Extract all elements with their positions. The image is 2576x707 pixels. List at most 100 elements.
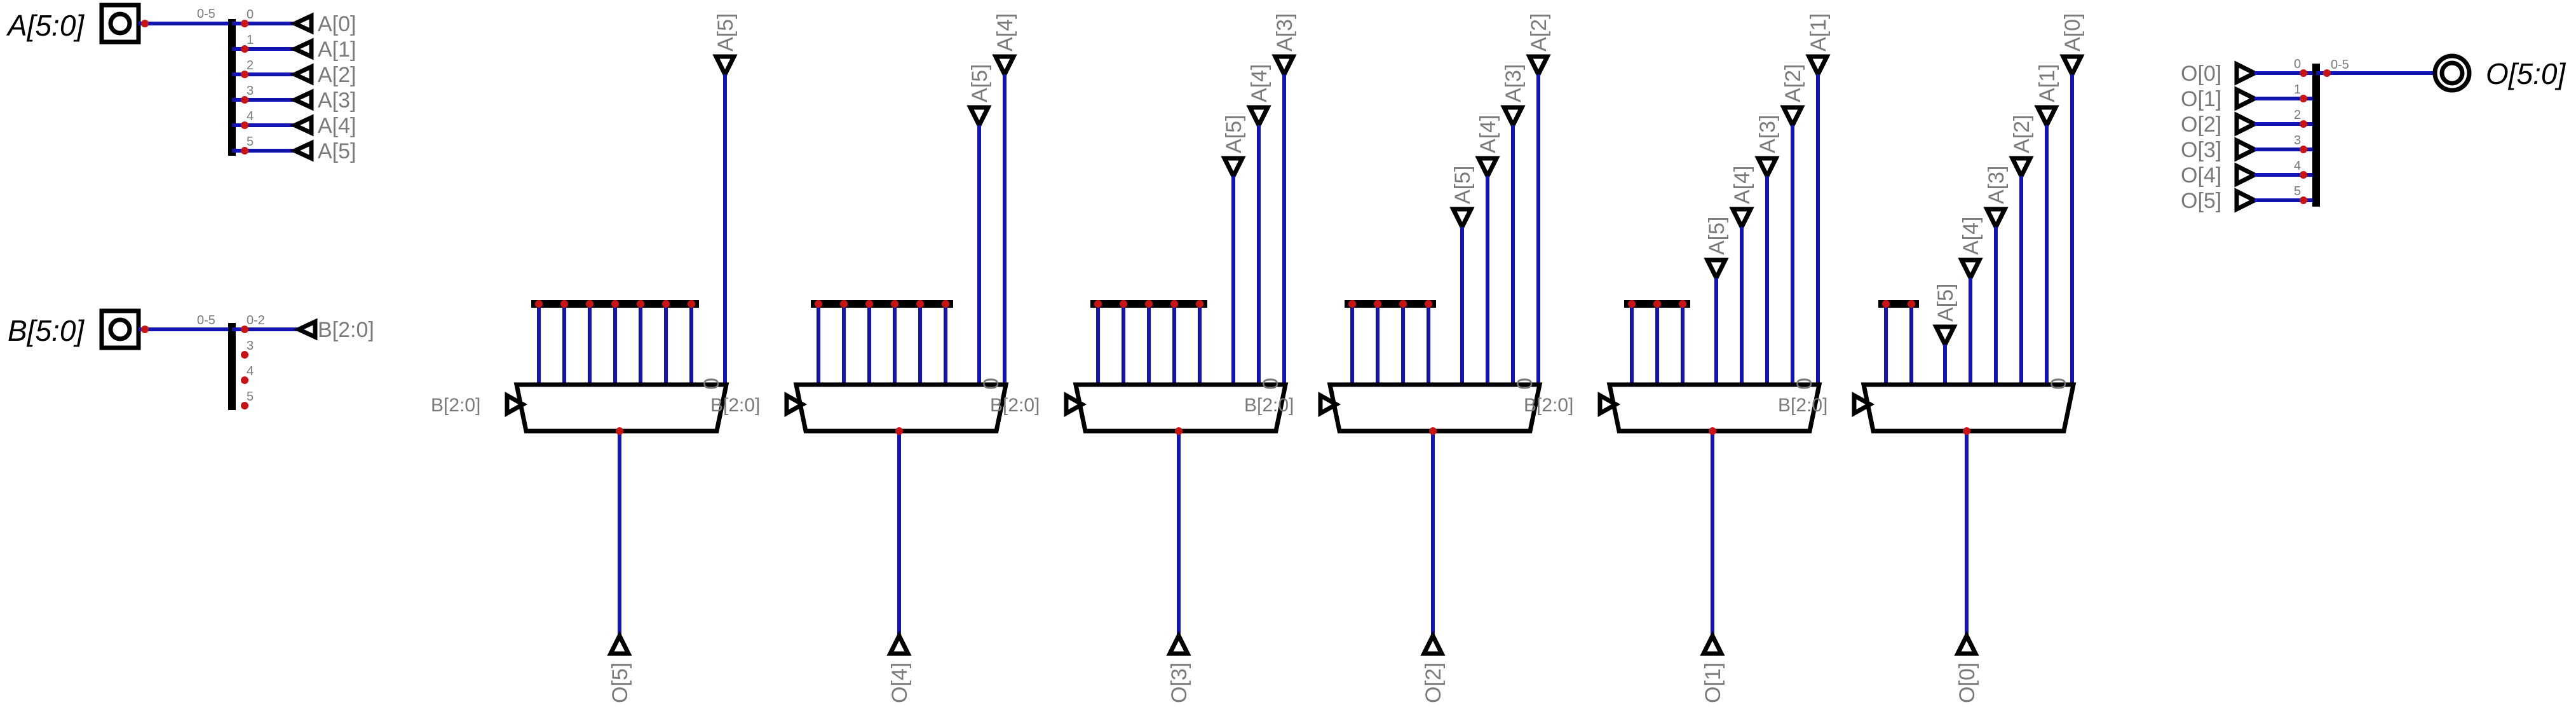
input-b-unused-index: 4 (247, 364, 254, 378)
zero-input-dot (1425, 300, 1432, 308)
input-b-dot (141, 326, 149, 333)
mux-body[interactable] (1327, 382, 1543, 434)
mux-zero-label: 0 (1259, 378, 1283, 390)
mux-4: A[5]A[4]0B[2:0]O[4] (710, 13, 1017, 703)
input-a-pin[interactable] (99, 3, 141, 45)
input-b-pin[interactable] (99, 308, 141, 350)
output-bit-index: 5 (2294, 184, 2301, 198)
mux-input-tunnel-label: A[3] (1984, 166, 2009, 204)
mux-1: A[5]A[4]A[3]A[2]A[1]0B[2:0]O[1] (1524, 13, 1831, 703)
tunnel-marker (1932, 324, 1958, 350)
mux-output-label: O[4] (888, 662, 912, 703)
select-tunnel-marker (1597, 392, 1621, 417)
zero-input-dot (1399, 300, 1407, 308)
tunnel-marker (1729, 207, 1754, 232)
mux-output-label: O[1] (1701, 662, 1725, 703)
output-tunnel-label: O[5] (2181, 189, 2221, 213)
zero-input-dot (611, 300, 619, 308)
input-b-unused-bit: 3 (241, 339, 254, 359)
zero-input-dot (637, 300, 644, 308)
tunnel-marker (1958, 257, 1983, 283)
tunnel-marker (2009, 156, 2034, 181)
zero-input-dot (1882, 300, 1890, 308)
tunnel-marker (1475, 156, 1500, 181)
mux-3: A[5]A[4]A[3]0B[2:0]O[3] (990, 13, 1297, 703)
mux-input-tunnel-label: A[4] (1476, 115, 1500, 153)
mux-output-dot (1175, 427, 1183, 435)
output-tunnel-marker (886, 631, 912, 656)
zero-input-dot (1348, 300, 1356, 308)
zero-input-dot (535, 300, 543, 308)
zero-input-dot (916, 300, 924, 308)
mux-array: A[5]0B[2:0]O[5]A[5]A[4]0B[2:0]O[4]A[5]A[… (431, 13, 2085, 703)
output-bit-5: O[5] 5 (2181, 184, 2316, 213)
mux-zero-label: 0 (979, 378, 1003, 390)
mux-input-tunnel-label: A[5] (1705, 217, 1729, 255)
output-bit-dot (2300, 69, 2307, 77)
mux-input-tunnel-label: A[2] (1781, 64, 1805, 102)
zero-input-dot (942, 300, 949, 308)
zero-input-dot (891, 300, 898, 308)
select-tunnel-marker (505, 392, 528, 417)
mux-data-input: A[5] (1704, 217, 1729, 385)
zero-input-dot (560, 300, 568, 308)
zero-input-dot (1679, 300, 1686, 308)
select-tunnel-marker (1852, 392, 1875, 417)
mux-data-input: A[3] (1500, 64, 1526, 385)
mux-input-tunnel-label: A[5] (1222, 115, 1246, 153)
mux-body[interactable] (1861, 382, 2077, 434)
tunnel-marker (2234, 111, 2260, 137)
input-b-unused-dot (241, 402, 248, 409)
input-a-split-range: 0-5 (197, 7, 215, 21)
tunnel-marker (2234, 86, 2260, 111)
mux-data-input: A[4] (1958, 217, 1983, 385)
input-b-slice-index: 0-2 (247, 313, 265, 327)
input-a-bit-dot (241, 45, 248, 53)
mux-select-label: B[2:0] (1524, 395, 1573, 416)
output-pin[interactable] (2432, 53, 2472, 93)
output-bit-index: 0 (2294, 57, 2301, 71)
mux-body[interactable] (1606, 382, 1822, 434)
input-a-tunnel-label: A[3] (318, 88, 356, 113)
tunnel-marker (289, 114, 314, 137)
mux-data-input: A[5] (966, 64, 992, 385)
tunnel-marker (1271, 54, 1297, 79)
tunnel-marker (2234, 137, 2260, 162)
mux-input-tunnel-label: A[3] (1756, 115, 1780, 153)
mux-data-input: A[5] (1221, 115, 1246, 385)
input-a-bit-dot (241, 71, 248, 78)
output-bit-dot (2300, 120, 2307, 128)
mux-input-tunnel-label: A[4] (993, 13, 1017, 51)
zero-input-dot (865, 300, 873, 308)
mux-input-tunnel-label: A[3] (1502, 64, 1526, 102)
mux-data-input: A[3] (1983, 166, 2009, 385)
input-a-bit-index: 4 (247, 109, 254, 123)
mux-0: A[5]A[4]A[3]A[2]A[1]A[0]0B[2:0]O[0] (1778, 13, 2085, 703)
mux-output-dot (1429, 427, 1437, 435)
zero-input-dot (1170, 300, 1178, 308)
mux-body[interactable] (793, 382, 1009, 434)
mux-data-input: A[5] (1449, 166, 1475, 385)
output-bit-4: O[4]4 (2181, 159, 2316, 188)
tunnel-marker (2234, 162, 2260, 188)
mux-output-dot (1963, 427, 1970, 435)
mux-2: A[5]A[4]A[3]A[2]0B[2:0]O[2] (1244, 13, 1551, 703)
mux-input-tunnel-label: A[5] (1934, 284, 1958, 322)
mux-data-input: A[0] (2059, 13, 2085, 385)
mux-body[interactable] (513, 382, 729, 434)
mux-data-input: A[3] (1271, 13, 1297, 385)
zero-input-dot (1628, 300, 1636, 308)
zero-input-dot (1094, 300, 1102, 308)
mux-input-tunnel-label: A[1] (2035, 64, 2059, 102)
mux-select-label: B[2:0] (1778, 395, 1827, 416)
mux-data-input: A[4] (1729, 166, 1754, 385)
input-a-label: A[5:0] (6, 9, 85, 42)
output-split-range: 0-5 (2331, 58, 2349, 72)
mux-data-input: A[5] (1932, 284, 1958, 385)
input-b-tunnel-marker (293, 318, 318, 341)
output-bit-0: O[0]0 (2181, 57, 2316, 86)
mux-body[interactable] (1073, 382, 1289, 434)
